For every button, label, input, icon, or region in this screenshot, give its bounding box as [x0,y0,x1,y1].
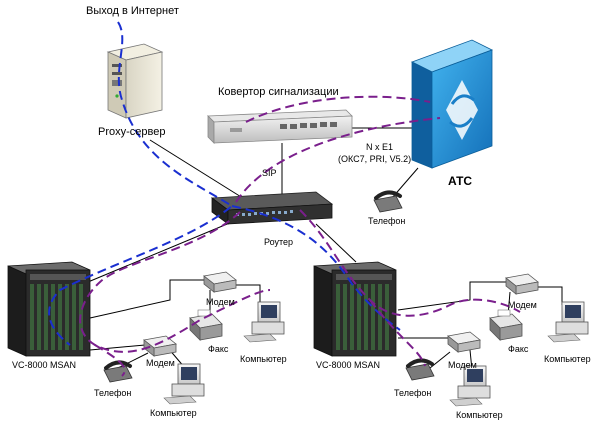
computer-right-2[interactable] [449,365,491,407]
fax-icon [189,309,223,341]
computer-icon [547,301,589,343]
label-ne1: N x E1 [366,142,393,152]
label-modem-right-2: Модем [448,360,477,370]
computer-left-1[interactable] [243,301,285,343]
msan-rack-icon [313,261,397,357]
fax-icon [489,309,523,341]
msan-rack-icon [7,261,91,357]
voice-path-left-phone [94,344,126,377]
modem-icon [143,335,177,357]
label-computer-left-1: Компьютер [240,354,287,364]
phone-left[interactable] [103,360,133,383]
voice-path-right [299,209,521,317]
label-internet: Выход в Интернет [86,5,179,17]
traffic-paths [48,21,521,377]
signalling-converter[interactable] [207,109,353,144]
computer-icon [449,365,491,407]
modem-left-1[interactable] [203,271,237,293]
msan-right[interactable] [313,261,397,357]
ats-icon [410,39,494,169]
server-icon [106,43,164,119]
fax-right[interactable] [489,309,523,341]
voice-path-left [79,211,271,353]
label-phone-left: Телефон [94,388,131,398]
phone-right[interactable] [405,358,435,381]
modem-right-2[interactable] [447,331,481,353]
modem-icon [447,331,481,353]
label-computer-right-1: Компьютер [544,354,591,364]
label-phone-right: Телефон [394,388,431,398]
wire-router-msan-right [315,223,357,263]
wire-router-msan-left [87,221,233,283]
modem-icon [203,271,237,293]
voice-path-ats-mid [235,117,441,203]
wire-modem1-computer-l1 [230,284,261,305]
label-modem-left-1: Модем [206,297,235,307]
label-phone-ats: Телефон [368,216,405,226]
computer-icon [163,363,205,405]
label-computer-right-2: Компьютер [456,410,503,420]
phone-icon [405,358,435,381]
label-proxy: Proxy-сервер [98,126,165,138]
wire-msan-left-modem2 [89,344,146,351]
label-ne1-protocols: (ОКС7, PRI, V5.2) [338,154,411,164]
internet-path-left [48,21,234,346]
wire-proxy-router [149,139,247,201]
label-modem-left-2: Модем [146,358,175,368]
proxy-server[interactable] [106,43,164,119]
phone-icon [373,190,403,213]
wire-msan-left-modem1 [89,279,210,319]
computer-left-2[interactable] [163,363,205,405]
ats-exchange[interactable] [410,39,494,169]
label-msan-left: VC-8000 MSAN [12,360,76,370]
label-fax-left: Факс [208,344,229,354]
router[interactable] [210,191,334,225]
label-ats: АТС [448,174,472,188]
label-msan-right: VC-8000 MSAN [316,360,380,370]
wire-modem1-computer-r1 [532,286,563,305]
phone-icon [103,360,133,383]
phone-ats[interactable] [373,190,403,213]
label-converter: Ковертор сигнализации [218,86,339,98]
label-modem-right-1: Модем [508,300,537,310]
msan-left[interactable] [7,261,91,357]
computer-icon [243,301,285,343]
label-fax-right: Факс [508,344,529,354]
modem-left-2[interactable] [143,335,177,357]
label-computer-left-2: Компьютер [150,408,197,418]
computer-right-1[interactable] [547,301,589,343]
modem-right-1[interactable] [505,273,539,295]
fax-left[interactable] [189,309,223,341]
label-router: Роутер [264,237,293,247]
wire-msan-right-modem1 [397,281,512,311]
voice-path-ats-top [245,95,431,123]
converter-icon [207,109,353,144]
router-icon [210,191,334,225]
modem-icon [505,273,539,295]
label-sip: SIP [262,168,277,178]
